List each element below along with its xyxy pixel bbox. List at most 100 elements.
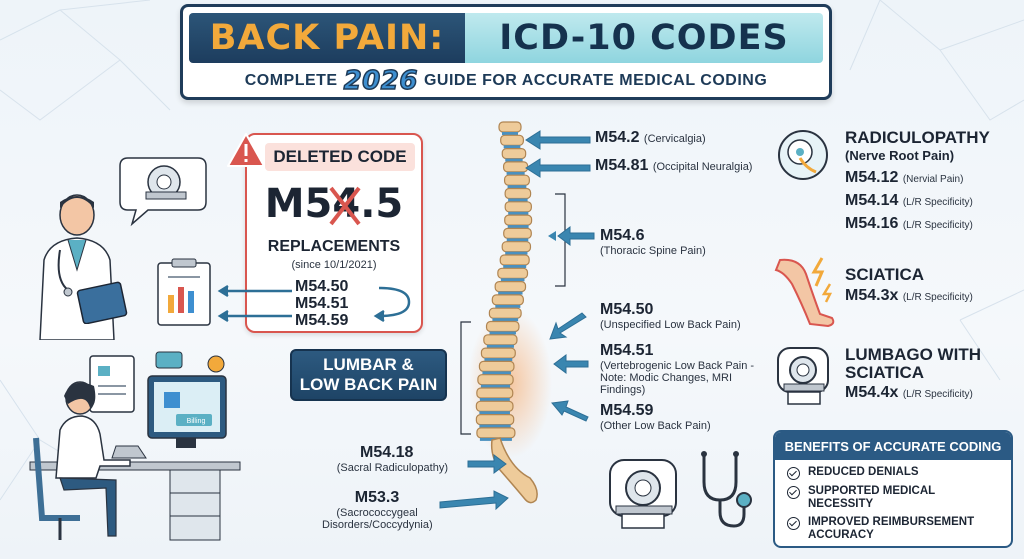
deleted-code-prefix: M5 — [264, 181, 333, 227]
code-label: M54.2 — [595, 129, 640, 146]
code-description: (Vertebrogenic Low Back Pain - Note: Mod… — [600, 360, 755, 396]
deleted-code-heading: DELETED CODE — [265, 143, 415, 171]
deleted-code-card: DELETED CODE M54.5 REPLACEMENTS (since 1… — [245, 133, 423, 333]
lumbago-description: (L/R Specificity) — [902, 389, 973, 400]
code-description: (L/R Specificity) — [902, 220, 973, 231]
vertebra — [497, 267, 529, 279]
lumbago-title-line1: LUMBAGO WITH — [845, 345, 981, 364]
benefit-item: REDUCED DENIALS — [787, 466, 1001, 480]
replacement-code: M54.59 — [295, 312, 349, 329]
spinal-disc — [486, 344, 514, 348]
code-m54-2: M54.2 (Cervicalgia) — [595, 129, 706, 147]
vertebra — [483, 334, 518, 346]
spinal-disc — [479, 398, 510, 401]
strike-x-icon — [329, 186, 361, 226]
code-description: (Sacral Radiculopathy) — [336, 462, 448, 474]
report-document-icon — [157, 258, 211, 326]
subtitle-before: COMPLETE — [244, 72, 338, 89]
subtitle-after: GUIDE FOR ACCURATE MEDICAL CODING — [423, 72, 768, 89]
replacement-code: M54.51 — [295, 295, 349, 312]
deleted-code-value: M54.5 — [247, 181, 421, 227]
code-description: (Thoracic Spine Pain) — [600, 245, 706, 257]
spinal-disc — [500, 278, 525, 282]
sciatica-description: (L/R Specificity) — [902, 292, 973, 303]
code-label: M54.18 — [360, 444, 414, 461]
spinal-disc — [480, 384, 511, 388]
code-label: M53.3 — [354, 489, 400, 506]
sciatica-leg-icon — [774, 257, 835, 328]
replacement-code-list: M54.50 M54.51 M54.59 — [295, 278, 375, 329]
spinal-disc — [479, 411, 510, 415]
title-back-pain: BACK PAIN: — [189, 13, 465, 63]
replacements-heading: REPLACEMENTS — [267, 238, 401, 255]
code-label: M54.14 — [845, 192, 899, 209]
code-m54-50: M54.50 (Unspecified Low Back Pain) — [600, 301, 741, 331]
lumbago-section: LUMBAGO WITH SCIATICA M54.4x (L/R Specif… — [845, 346, 1020, 402]
code-description: (Occipital Neuralgia) — [652, 161, 753, 173]
billing-screen-label: Billing — [186, 418, 206, 425]
title-bar: BACK PAIN: ICD-10 CODES — [189, 13, 823, 63]
spinal-disc — [505, 158, 523, 162]
radiculopathy-code-list: M54.12 (Nervial Pain) M54.14 (L/R Specif… — [845, 167, 1015, 236]
spinal-disc — [506, 238, 529, 242]
benefit-text: IMPROVED REIMBURSEMENT ACCURACY — [808, 516, 975, 541]
spinal-disc — [484, 358, 513, 362]
spinal-disc — [508, 198, 528, 202]
code-m54-18: M54.18 (Sacral Radiculopathy) — [298, 444, 448, 474]
benefits-list: REDUCED DENIALS SUPPORTED MEDICAL NECESS… — [775, 460, 1011, 542]
check-circle-icon — [787, 467, 800, 480]
clipboard-icon — [76, 281, 128, 324]
radiculopathy-section: RADICULOPATHY (Nerve Root Pain) M54.12 (… — [845, 128, 1015, 236]
code-label: M54.59 — [600, 402, 654, 419]
spinal-disc — [508, 211, 529, 215]
sciatica-title: SCIATICA — [845, 265, 925, 284]
billing-desk-illustration — [29, 351, 241, 541]
benefits-heading: BENEFITS OF ACCURATE CODING — [775, 432, 1011, 460]
code-label: M54.50 — [600, 301, 654, 318]
code-description: (Cervicalgia) — [643, 133, 706, 145]
radiculopathy-code-row: M54.16 (L/R Specificity) — [845, 213, 1015, 236]
lumbago-code: M54.4x — [845, 384, 899, 401]
code-label: M54.51 — [600, 342, 654, 359]
code-label: M54.81 — [595, 157, 649, 174]
title-icd10-codes: ICD-10 CODES — [465, 13, 823, 63]
warning-icon — [227, 133, 265, 167]
spinal-disc — [495, 304, 521, 308]
spinal-disc — [502, 132, 518, 135]
code-m54-59: M54.59 (Other Low Back Pain) — [600, 402, 711, 432]
radiculopathy-subtitle: (Nerve Root Pain) — [845, 148, 955, 163]
title-banner: BACK PAIN: ICD-10 CODES COMPLETE 2026 GU… — [180, 4, 832, 100]
code-description: (Sacrococcygeal Disorders/Coccydynia) — [322, 507, 433, 531]
spine-code-arrows — [439, 130, 595, 511]
spinal-disc — [506, 171, 525, 175]
radiculopathy-code-row: M54.14 (L/R Specificity) — [845, 190, 1015, 213]
code-m54-51: M54.51 (Vertebrogenic Low Back Pain - No… — [600, 342, 760, 396]
spinal-disc — [505, 251, 528, 255]
spinal-disc — [492, 318, 519, 322]
spine-illustration — [470, 121, 552, 504]
lumbar-line1: LUMBAR & — [323, 355, 414, 374]
spinal-disc — [489, 331, 516, 335]
radiculopathy-title: RADICULOPATHY — [845, 128, 990, 147]
subtitle: COMPLETE 2026 GUIDE FOR ACCURATE MEDICAL… — [183, 65, 829, 97]
code-m54-81: M54.81 (Occipital Neuralgia) — [595, 157, 752, 175]
code-description: (Nervial Pain) — [902, 174, 964, 185]
sciatica-code: M54.3x — [845, 287, 899, 304]
benefit-item: SUPPORTED MEDICAL NECESSITY — [787, 485, 1001, 511]
spinal-disc — [507, 225, 529, 229]
vertebra — [503, 227, 532, 240]
lumbar-line2: LOW BACK PAIN — [299, 375, 438, 394]
radiculopathy-code-row: M54.12 (Nervial Pain) — [845, 167, 1015, 190]
spinal-disc — [479, 424, 511, 428]
code-label: M54.16 — [845, 215, 899, 232]
code-label: M54.6 — [600, 227, 645, 244]
lumbar-low-back-pain-label: LUMBAR & LOW BACK PAIN — [290, 349, 447, 401]
code-m54-6: M54.6 (Thoracic Spine Pain) — [600, 227, 706, 257]
benefit-text: SUPPORTED MEDICAL NECESSITY — [808, 485, 935, 510]
check-circle-icon — [787, 486, 800, 499]
benefit-text: REDUCED DENIALS — [808, 466, 919, 478]
spinal-disc — [507, 185, 527, 189]
subtitle-year: 2026 — [343, 65, 418, 97]
mri-machine-icon — [609, 459, 677, 529]
